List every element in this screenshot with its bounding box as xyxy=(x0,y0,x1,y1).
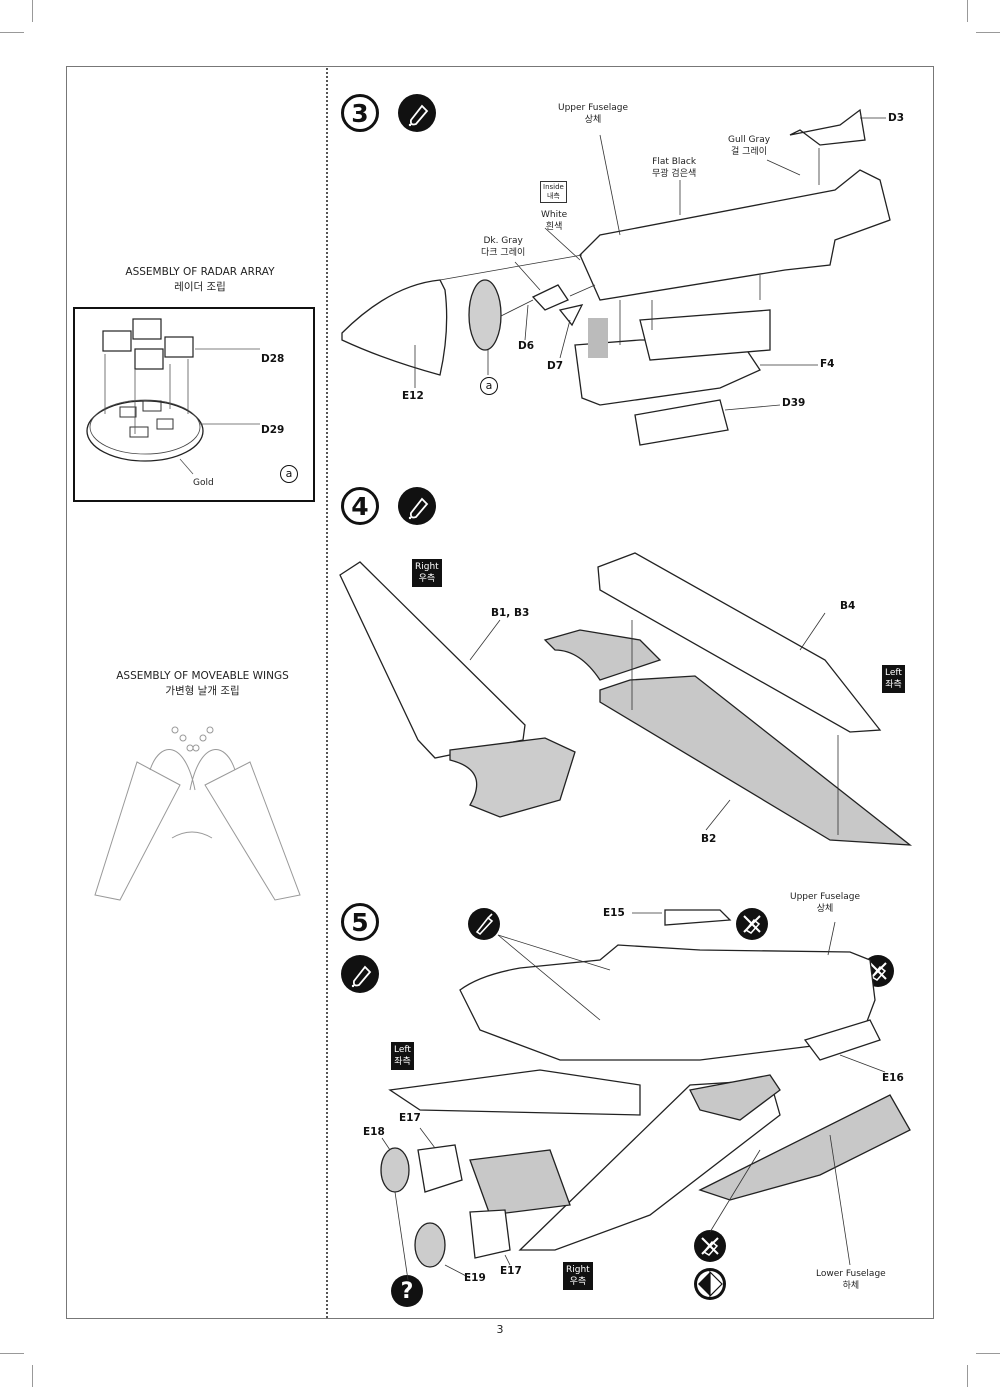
part-label-e17-upper: E17 xyxy=(399,1112,421,1124)
radar-array-title-en: ASSEMBLY OF RADAR ARRAY xyxy=(125,266,275,278)
label-flat-black: Flat Black 무광 검은색 xyxy=(652,157,697,179)
hobby-knife-icon xyxy=(468,908,500,940)
side-badge-left: Left 좌측 xyxy=(882,665,905,693)
part-label-f4: F4 xyxy=(820,358,835,370)
label-dk-gray: Dk. Gray 다크 그레이 xyxy=(481,236,526,258)
moveable-wings-title: ASSEMBLY OF MOVEABLE WINGS 가변형 날개 조립 xyxy=(80,669,325,699)
no-glue-icon xyxy=(694,1230,726,1262)
page-frame xyxy=(66,66,934,1319)
step-number-4: 4 xyxy=(341,487,379,525)
radar-array-title: ASSEMBLY OF RADAR ARRAY 레이더 조립 xyxy=(80,265,320,295)
column-divider xyxy=(326,68,328,1318)
part-label-e17-lower: E17 xyxy=(500,1265,522,1277)
label-white: White 흰색 xyxy=(541,210,568,232)
no-glue-icon xyxy=(736,908,768,940)
part-label-e15: E15 xyxy=(603,907,625,919)
part-label-b1-b3: B1, B3 xyxy=(491,607,530,619)
label-upper-fuselage: Upper Fuselage 상체 xyxy=(558,103,628,125)
part-label-d7: D7 xyxy=(547,360,564,372)
crop-mark xyxy=(32,1365,33,1387)
step-number-3: 3 xyxy=(341,94,379,132)
crop-mark xyxy=(967,0,968,22)
question-icon: ? xyxy=(391,1275,423,1307)
subassembly-marker-a: a xyxy=(480,377,498,395)
crop-mark xyxy=(0,1353,24,1354)
part-label-e19: E19 xyxy=(464,1272,486,1284)
label-inside: Inside 내측 xyxy=(540,181,567,203)
no-glue-icon xyxy=(862,955,894,987)
part-label-b2: B2 xyxy=(701,833,717,845)
color-note-gold: Gold xyxy=(193,478,214,488)
moveable-wings-title-ko: 가변형 날개 조립 xyxy=(165,685,240,697)
radar-array-drawing xyxy=(86,318,260,475)
crop-mark xyxy=(976,1353,1000,1354)
glue-bottle-icon xyxy=(341,955,379,993)
page-number: 3 xyxy=(496,1323,504,1336)
radar-array-diagram: D28 D29 Gold a xyxy=(73,307,315,502)
part-label-d3: D3 xyxy=(888,112,905,124)
part-label-d6: D6 xyxy=(518,340,535,352)
part-label-d29: D29 xyxy=(261,424,285,436)
side-badge-right: Right 우측 xyxy=(412,559,442,587)
label-upper-fuselage-step5: Upper Fuselage 상체 xyxy=(790,892,860,914)
glue-bottle-icon xyxy=(398,94,436,132)
crop-mark xyxy=(0,32,24,33)
part-label-e12: E12 xyxy=(402,390,424,402)
subassembly-marker-a: a xyxy=(280,465,298,483)
glue-bottle-icon xyxy=(398,487,436,525)
crop-mark xyxy=(976,32,1000,33)
crop-mark xyxy=(967,1365,968,1387)
crop-mark xyxy=(32,0,33,22)
side-badge-right: Right 우측 xyxy=(563,1262,593,1290)
part-label-e16: E16 xyxy=(882,1072,904,1084)
part-label-b4: B4 xyxy=(840,600,856,612)
step-number-5: 5 xyxy=(341,903,379,941)
label-gull-gray: Gull Gray 걸 그레이 xyxy=(728,135,771,157)
part-label-e18: E18 xyxy=(363,1126,385,1138)
part-label-d28: D28 xyxy=(261,353,285,365)
flip-over-icon xyxy=(694,1268,726,1300)
part-label-d39: D39 xyxy=(782,397,806,409)
side-badge-left: Left 좌측 xyxy=(391,1042,414,1070)
label-lower-fuselage: Lower Fuselage 하체 xyxy=(816,1269,886,1291)
radar-array-title-ko: 레이더 조립 xyxy=(174,281,226,293)
moveable-wings-title-en: ASSEMBLY OF MOVEABLE WINGS xyxy=(116,670,289,682)
